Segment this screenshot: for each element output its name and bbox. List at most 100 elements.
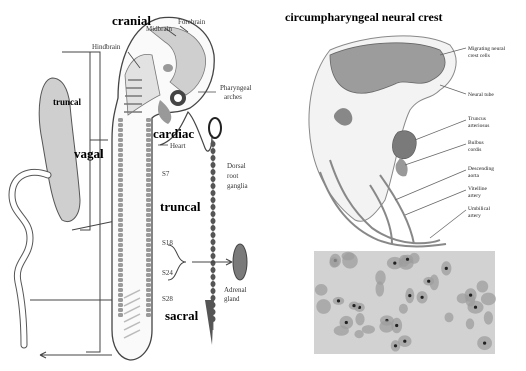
cell-nucleus: [354, 330, 363, 338]
somite: [146, 178, 151, 182]
somite: [118, 298, 123, 302]
cell-nucleus: [342, 252, 355, 261]
somite: [118, 268, 123, 272]
label-pharyngeal-1: Pharyngeal: [220, 84, 252, 92]
label-neural-tube: Neural tube: [468, 92, 494, 98]
somite: [146, 228, 151, 232]
cell-granule: [393, 262, 396, 265]
somite: [118, 248, 123, 252]
somite: [146, 218, 151, 222]
somite: [118, 293, 123, 297]
label-bulbus: Bulbus: [468, 140, 484, 146]
label-heart: Heart: [170, 142, 186, 150]
label-root: root: [227, 172, 238, 180]
somite: [118, 138, 123, 142]
label-truncal-gut: truncal: [53, 97, 81, 107]
cell-nucleus: [399, 304, 408, 314]
somite: [118, 128, 123, 132]
somite: [146, 223, 151, 227]
somite: [146, 273, 151, 277]
label-umbilical: Umbilical: [468, 206, 490, 212]
label-midbrain: Midbrain: [146, 25, 173, 33]
somite: [118, 183, 123, 187]
somite: [146, 283, 151, 287]
somite: [146, 133, 151, 137]
somite: [146, 158, 151, 162]
somite: [146, 308, 151, 312]
somite: [118, 253, 123, 257]
somite: [118, 173, 123, 177]
somite: [118, 283, 123, 287]
label-sacral: sacral: [165, 308, 199, 323]
cell-granule: [395, 324, 398, 327]
cell-granule: [408, 294, 411, 297]
cell-nucleus: [466, 318, 474, 329]
label-s18: S18: [162, 239, 173, 247]
somite: [118, 208, 123, 212]
cell-granule: [352, 304, 355, 307]
somite: [118, 178, 123, 182]
label-vitelline-artery: artery: [468, 193, 481, 199]
somite: [118, 228, 123, 232]
cell-nucleus: [445, 313, 454, 323]
cell-nucleus: [379, 321, 393, 333]
somite: [118, 193, 123, 197]
title-circumpharyngeal: circumpharyngeal neural crest: [285, 10, 443, 24]
somite: [118, 198, 123, 202]
cell-nucleus: [355, 313, 364, 325]
somite: [146, 193, 151, 197]
somite: [118, 143, 123, 147]
label-forebrain: Forebrain: [178, 18, 206, 26]
label-cardiac: cardiac: [153, 126, 194, 141]
label-dorsal: Dorsal: [227, 162, 246, 170]
somite: [146, 288, 151, 292]
label-adrenal: Adrenal: [224, 286, 247, 294]
label-umbilical-artery: artery: [468, 213, 481, 219]
somite: [146, 278, 151, 282]
label-ganglia: ganglia: [227, 182, 248, 190]
cell-granule: [421, 296, 424, 299]
cell-nucleus: [375, 270, 385, 284]
cell-granule: [483, 342, 486, 345]
circumpharyngeal-embryo: [309, 36, 466, 247]
label-gland: gland: [224, 295, 240, 303]
somite: [146, 188, 151, 192]
cell-granule: [337, 299, 340, 302]
somite: [146, 253, 151, 257]
somite: [118, 303, 123, 307]
somite: [146, 168, 151, 172]
somite: [146, 298, 151, 302]
cell-nucleus: [484, 311, 493, 324]
somite: [118, 308, 123, 312]
somite: [146, 213, 151, 217]
somite: [118, 233, 123, 237]
label-aorta: aorta: [468, 173, 480, 179]
somite: [118, 148, 123, 152]
label-vagal: vagal: [74, 146, 104, 161]
somite: [146, 203, 151, 207]
label-truncus: Truncus: [468, 116, 486, 122]
label-cordis: cordis: [468, 147, 481, 153]
somite: [118, 278, 123, 282]
cell-nucleus: [477, 281, 489, 293]
somite: [118, 188, 123, 192]
somite: [146, 268, 151, 272]
cell-granule: [445, 267, 448, 270]
cell-nucleus: [329, 257, 338, 267]
cell-nucleus: [362, 325, 375, 334]
pathway-lines: [30, 220, 120, 358]
neural-tube: [112, 17, 214, 360]
somite: [146, 183, 151, 187]
somite: [118, 273, 123, 277]
label-s7: S7: [162, 170, 170, 178]
somite: [146, 128, 151, 132]
cell-nucleus: [481, 293, 496, 306]
label-s28: S28: [162, 295, 173, 303]
somite: [118, 158, 123, 162]
somite: [146, 198, 151, 202]
somite: [146, 123, 151, 127]
cell-granule: [345, 321, 348, 324]
gut-diagram: [12, 78, 80, 345]
cell-nucleus: [315, 284, 328, 296]
